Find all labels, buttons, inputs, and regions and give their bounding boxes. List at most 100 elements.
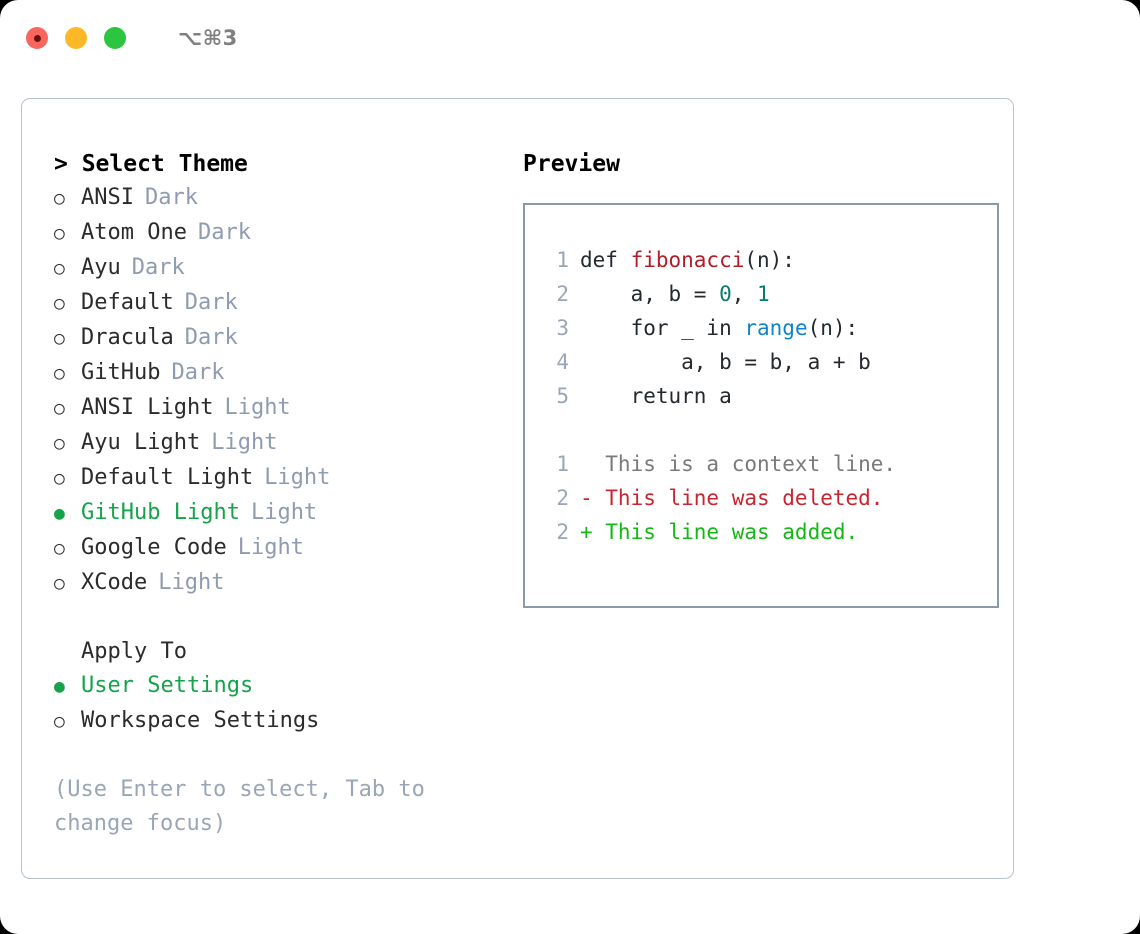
minimize-dot-icon[interactable] — [65, 27, 87, 49]
theme-option-tag: Light — [158, 570, 225, 595]
theme-option-tag: Light — [264, 465, 331, 490]
code-line-number: 2 — [556, 282, 569, 306]
diff-line-text: + This line was added. — [580, 520, 859, 544]
theme-option[interactable]: ○ Default Light Light — [54, 461, 500, 496]
radio-unselected-icon[interactable]: ○ — [54, 433, 65, 454]
code-token-fn: fibonacci — [630, 248, 745, 272]
code-line: 1 def fibonacci(n): — [543, 243, 997, 277]
apply-to-label: Apply To — [81, 639, 187, 664]
code-line-text: return a — [580, 379, 732, 413]
close-dot-icon[interactable] — [26, 27, 48, 49]
theme-option-tag: Light — [224, 395, 291, 420]
diff-line-text: This is a context line. — [580, 452, 897, 476]
theme-option-label: Ayu — [81, 255, 121, 280]
radio-selected-icon[interactable]: ● — [54, 503, 65, 524]
diff-line-number: 2 — [556, 486, 569, 510]
maximize-dot-icon[interactable] — [104, 27, 126, 49]
code-line-number: 1 — [556, 248, 569, 272]
radio-unselected-icon[interactable]: ○ — [54, 573, 65, 594]
theme-option[interactable]: ○ Atom One Dark — [54, 216, 500, 251]
code-line: 4 a, b = b, a + b — [543, 345, 997, 379]
theme-option-label: XCode — [81, 570, 148, 595]
diff-line: 1 This is a context line. — [543, 447, 997, 481]
theme-option-tag: Dark — [144, 185, 198, 210]
radio-unselected-icon[interactable]: ○ — [54, 711, 65, 732]
select-theme-heading: > Select Theme — [54, 151, 248, 177]
diff-line: 2 - This line was deleted. — [543, 481, 997, 515]
theme-option[interactable]: ○ Dracula Dark — [54, 321, 500, 356]
theme-option[interactable]: ○ ANSI Dark — [54, 181, 500, 216]
theme-option[interactable]: ○ ANSI Light Light — [54, 391, 500, 426]
code-token-plain: a, b = b, a + b — [580, 350, 871, 374]
code-line: 3 for _ in range(n): — [543, 311, 997, 345]
theme-option-tag: Dark — [184, 325, 238, 350]
radio-unselected-icon[interactable]: ○ — [54, 538, 65, 559]
keyboard-hint-text: (Use Enter to select, Tab to change focu… — [54, 777, 425, 836]
theme-option-label: Default — [81, 290, 174, 315]
hint-spacer — [54, 739, 500, 773]
radio-unselected-icon[interactable]: ○ — [54, 363, 65, 384]
theme-option-label: Ayu Light — [81, 430, 201, 455]
preview-title: Preview — [523, 151, 620, 177]
code-line-number: 5 — [556, 384, 569, 408]
code-line-text: def fibonacci(n): — [580, 243, 795, 277]
code-line-text: a, b = b, a + b — [580, 345, 871, 379]
theme-option-label: Default Light — [81, 465, 254, 490]
radio-unselected-icon[interactable]: ○ — [54, 328, 65, 349]
radio-unselected-icon[interactable]: ○ — [54, 398, 65, 419]
diff-sample: 1 This is a context line. 2 - This line wa… — [543, 447, 997, 549]
theme-option[interactable]: ● GitHub Light Light — [54, 496, 500, 531]
theme-option-tag: Light — [211, 430, 278, 455]
radio-unselected-icon[interactable]: ○ — [54, 258, 65, 279]
code-token-plain: (n): — [744, 248, 795, 272]
radio-unselected-icon[interactable]: ○ — [54, 468, 65, 489]
radio-unselected-icon[interactable]: ○ — [54, 188, 65, 209]
traffic-light-buttons — [26, 27, 126, 49]
theme-option-tag: Dark — [171, 360, 225, 385]
theme-option-label: Atom One — [81, 220, 187, 245]
radio-selected-icon[interactable]: ● — [54, 676, 65, 697]
code-token-plain: a, b = — [580, 282, 720, 306]
theme-option[interactable]: ○ Ayu Light Light — [54, 426, 500, 461]
theme-option-tag: Light — [237, 535, 304, 560]
apply-to-option[interactable]: ● User Settings — [54, 669, 500, 704]
radio-unselected-icon[interactable]: ○ — [54, 223, 65, 244]
code-line-number: 3 — [556, 316, 569, 340]
list-spacer — [54, 601, 500, 635]
diff-line: 2 + This line was added. — [543, 515, 997, 549]
theme-option-tag: Light — [250, 500, 318, 525]
theme-option-label: Dracula — [81, 325, 174, 350]
theme-option-tag: Dark — [131, 255, 185, 280]
theme-option-label: ANSI — [81, 185, 134, 210]
code-line-number: 4 — [556, 350, 569, 374]
theme-option[interactable]: ○ Ayu Dark — [54, 251, 500, 286]
title-bar: ⌥⌘3 — [0, 0, 1140, 76]
diff-line-text: - This line was deleted. — [580, 486, 884, 510]
theme-option-label: GitHub Light — [81, 500, 240, 525]
code-token-plain: (n): — [807, 316, 859, 340]
code-diff-separator — [543, 413, 997, 447]
apply-to-option-label: Workspace Settings — [81, 708, 320, 733]
code-line-text: for _ in range(n): — [580, 311, 859, 345]
theme-option-label: ANSI Light — [81, 395, 214, 420]
diff-line-number: 1 — [556, 452, 569, 476]
code-token-num: 1 — [757, 282, 770, 306]
apply-to-list: ● User Settings ○ Workspace Settings — [54, 669, 500, 739]
code-token-num: 0 — [719, 282, 732, 306]
apply-to-option-label: User Settings — [81, 673, 254, 698]
code-line: 5 return a — [543, 379, 997, 413]
radio-unselected-icon[interactable]: ○ — [54, 293, 65, 314]
apply-to-option[interactable]: ○ Workspace Settings — [54, 704, 500, 739]
diff-line-number: 2 — [556, 520, 569, 544]
theme-option[interactable]: ○ XCode Light — [54, 566, 500, 601]
theme-option-tag: Dark — [197, 220, 251, 245]
